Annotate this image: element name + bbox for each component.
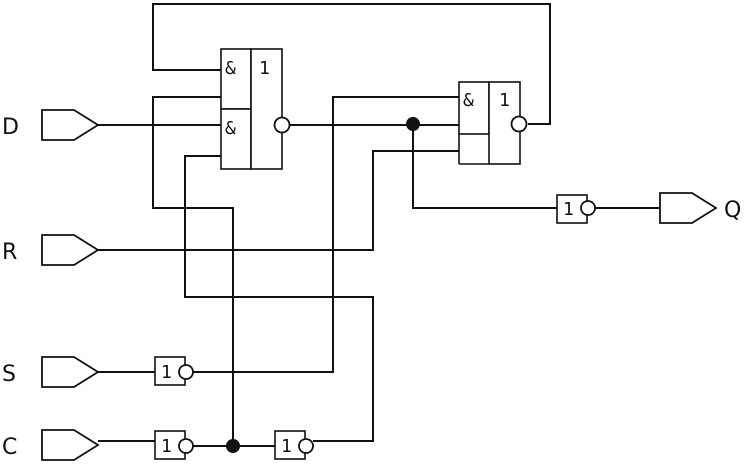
inverter-c-second-label: 1 (281, 436, 292, 457)
wire-left-and-top-in2 (152, 96, 234, 446)
wire-s-inverted (193, 96, 459, 373)
left-and-or-gate: & & 1 (220, 48, 291, 170)
junction-dot-lower (226, 439, 240, 453)
wire-left-and-bottom-in2 (184, 155, 374, 442)
junction-dot-upper (406, 117, 420, 131)
left-gate-or-label: 1 (259, 58, 270, 79)
wires (98, 3, 660, 447)
port-q (659, 192, 718, 224)
right-gate-and-label: & (463, 90, 474, 111)
left-gate-output-bubble (273, 116, 291, 134)
inverter-q: 1 (556, 194, 596, 224)
label-d: D (2, 115, 19, 140)
wire-q-branch (412, 125, 557, 209)
label-c: C (2, 435, 17, 460)
inverter-s: 1 (154, 356, 194, 386)
label-r: R (2, 240, 17, 265)
left-gate-and-top-label: & (225, 58, 236, 79)
label-s: S (2, 362, 16, 387)
inverter-q-label: 1 (563, 199, 574, 220)
port-c (41, 429, 100, 461)
right-and-or-gate: & 1 (458, 81, 528, 165)
inverter-c-second: 1 (274, 430, 314, 460)
label-q: Q (724, 198, 741, 223)
port-s (41, 356, 100, 388)
port-d (41, 109, 100, 141)
port-r (41, 234, 100, 266)
wire-r (98, 150, 459, 251)
right-gate-or-label: 1 (499, 90, 510, 111)
left-gate-and-bottom-label: & (225, 118, 236, 139)
feedback-wire (152, 3, 551, 125)
inverter-s-label: 1 (161, 362, 172, 383)
right-gate-output-bubble (510, 115, 528, 133)
inverter-c-first-label: 1 (161, 436, 172, 457)
inverter-c-first: 1 (154, 430, 194, 460)
